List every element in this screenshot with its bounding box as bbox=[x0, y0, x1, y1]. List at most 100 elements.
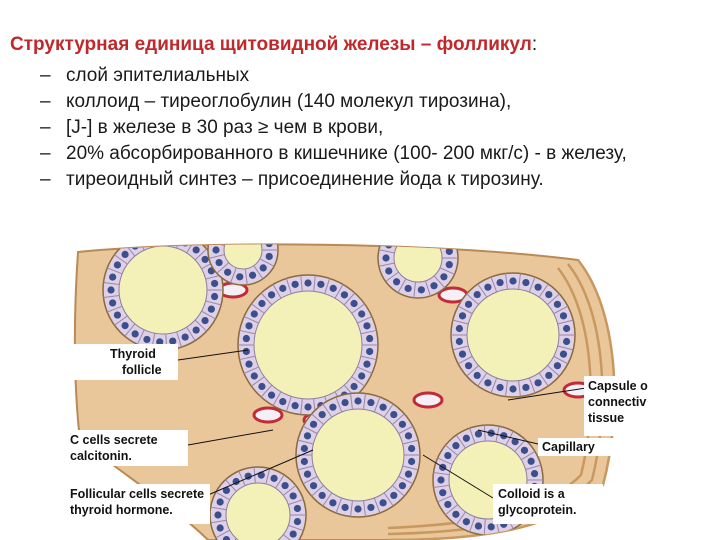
label-c-cells-line1: C cells secrete bbox=[70, 433, 158, 447]
cell-nucleus bbox=[109, 273, 117, 281]
label-c-cells-line2: calcitonin. bbox=[70, 449, 132, 463]
cell-nucleus bbox=[458, 350, 467, 358]
cell-border bbox=[505, 380, 508, 397]
cell-nucleus bbox=[385, 267, 393, 275]
cell-nucleus bbox=[474, 430, 483, 438]
cell-nucleus bbox=[216, 498, 224, 506]
cell-border bbox=[553, 305, 569, 315]
cell-border bbox=[238, 470, 246, 486]
cell-nucleus bbox=[452, 442, 460, 450]
cell-border bbox=[176, 331, 183, 348]
cell-nucleus bbox=[354, 505, 362, 513]
cell-border bbox=[528, 276, 536, 293]
cell-border bbox=[538, 372, 549, 387]
cell-border bbox=[186, 244, 196, 254]
cell-nucleus bbox=[527, 457, 535, 465]
cell-border bbox=[483, 425, 486, 442]
cell-nucleus bbox=[107, 286, 115, 294]
cell-border bbox=[260, 292, 273, 306]
cell-nucleus bbox=[329, 403, 337, 411]
cell-nucleus bbox=[291, 280, 299, 288]
cell-nucleus bbox=[444, 451, 452, 460]
bullet-list: –слой эпителиальных –коллоид – тиреоглоб… bbox=[18, 64, 708, 194]
cell-border bbox=[124, 323, 136, 337]
cell-border bbox=[322, 403, 333, 418]
bullet-text: слой эпителиальных bbox=[66, 65, 250, 86]
capillary-shape bbox=[412, 391, 444, 409]
cell-nucleus bbox=[354, 397, 362, 405]
cell-nucleus bbox=[445, 261, 453, 269]
cell-border bbox=[114, 254, 128, 265]
cell-border bbox=[398, 425, 414, 435]
cell-border bbox=[324, 278, 331, 294]
cell-nucleus bbox=[509, 277, 517, 285]
cell-border bbox=[477, 372, 488, 387]
cell-border bbox=[357, 366, 373, 374]
cell-nucleus bbox=[250, 372, 258, 380]
cell-nucleus bbox=[267, 391, 276, 399]
cell-nucleus bbox=[169, 240, 176, 243]
cell-nucleus bbox=[522, 383, 530, 392]
colloid bbox=[118, 245, 208, 335]
cell-border bbox=[357, 316, 373, 324]
cell-nucleus bbox=[210, 279, 219, 288]
cell-border bbox=[201, 310, 216, 320]
colloid bbox=[225, 482, 291, 540]
cell-nucleus bbox=[318, 491, 326, 500]
cell-nucleus bbox=[291, 402, 299, 410]
cell-border bbox=[363, 393, 366, 410]
cell-border bbox=[259, 258, 275, 267]
cell-nucleus bbox=[270, 474, 278, 482]
cell-border bbox=[433, 472, 450, 476]
bullet-dash: – bbox=[40, 65, 51, 86]
cell-border bbox=[477, 283, 488, 298]
cell-nucleus bbox=[329, 499, 337, 507]
cell-border bbox=[392, 485, 405, 497]
cell-nucleus bbox=[522, 278, 530, 287]
cell-nucleus bbox=[559, 312, 568, 320]
cell-border bbox=[514, 439, 526, 452]
bullet-text: 20% абсорбированного в кишечнике (100- 2… bbox=[66, 143, 627, 164]
cell-border bbox=[103, 295, 120, 299]
label-capsule-line3: tissue bbox=[588, 411, 624, 425]
cell-nucleus bbox=[289, 530, 297, 538]
cell-nucleus bbox=[363, 322, 371, 330]
cell-nucleus bbox=[545, 371, 553, 380]
cell-border bbox=[210, 506, 227, 511]
cell-border bbox=[215, 491, 231, 501]
cell-border bbox=[378, 249, 395, 254]
cell-border bbox=[495, 426, 500, 442]
cell-border bbox=[547, 293, 560, 305]
bullet-item: –тиреоидный синтез – присоединение йода … bbox=[18, 168, 708, 192]
cell-border bbox=[457, 355, 473, 365]
cell-nucleus bbox=[192, 246, 200, 254]
cell-nucleus bbox=[473, 290, 481, 299]
cell-nucleus bbox=[289, 492, 297, 500]
cell-nucleus bbox=[318, 410, 326, 419]
cell-border bbox=[452, 345, 469, 351]
cell-border bbox=[297, 465, 314, 471]
cell-nucleus bbox=[366, 334, 374, 343]
cell-border bbox=[334, 284, 344, 299]
cell-border bbox=[469, 428, 476, 444]
cell-nucleus bbox=[215, 258, 223, 267]
cell-border bbox=[452, 319, 469, 325]
cell-border bbox=[525, 464, 542, 470]
cell-nucleus bbox=[340, 291, 349, 299]
cell-border bbox=[215, 529, 231, 539]
cell-nucleus bbox=[267, 291, 276, 299]
cell-border bbox=[455, 434, 466, 449]
bullet-text: тиреоидный синтез – присоединение йода к… bbox=[66, 169, 544, 190]
cell-border bbox=[302, 475, 318, 485]
label-bg bbox=[58, 484, 210, 524]
cell-nucleus bbox=[143, 335, 151, 344]
cell-nucleus bbox=[279, 284, 287, 292]
cell-nucleus bbox=[300, 457, 308, 466]
label-colloid-line1: Colloid is a bbox=[498, 487, 566, 501]
cell-border bbox=[288, 498, 304, 506]
cell-nucleus bbox=[242, 347, 250, 356]
label-bg bbox=[584, 376, 658, 436]
cell-nucleus bbox=[496, 383, 504, 392]
cell-nucleus bbox=[455, 324, 463, 333]
cell-nucleus bbox=[440, 273, 448, 281]
